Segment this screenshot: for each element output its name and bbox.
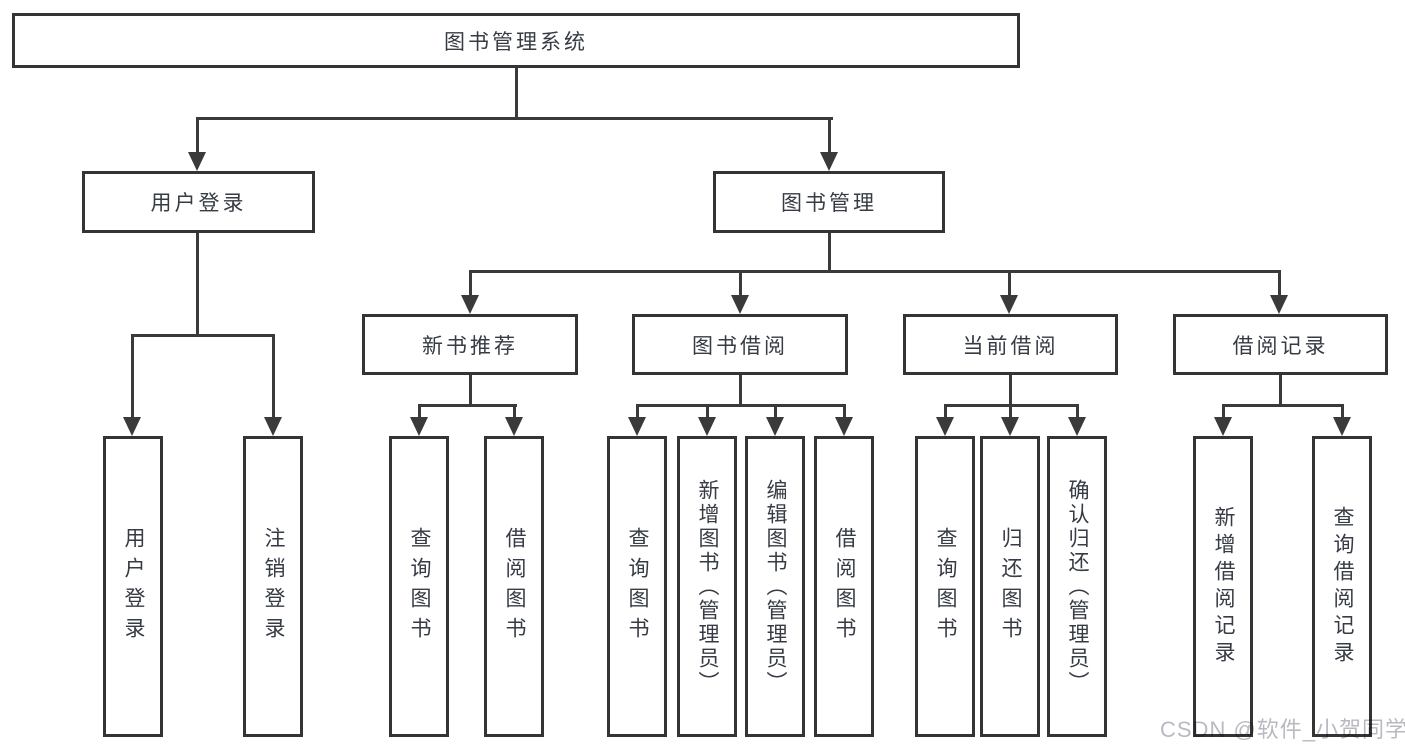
connector-line (469, 270, 1281, 273)
arrow-down-icon (1333, 417, 1351, 436)
leaf-logout: 注销登录 (243, 436, 303, 737)
node-book-management-system: 图书管理系统 (12, 13, 1020, 68)
node-user-login: 用户登录 (82, 171, 315, 233)
connector-line (1222, 404, 1342, 407)
connector-line (636, 404, 846, 407)
connector-line (131, 334, 134, 420)
leaf-borrow-books-1: 借阅图书 (484, 436, 544, 737)
arrow-down-icon (731, 295, 749, 314)
connector-line (418, 404, 421, 421)
connector-line (1008, 270, 1011, 297)
connector-line (196, 117, 199, 155)
connector-line (739, 270, 742, 297)
leaf-borrow-books-2: 借阅图书 (814, 436, 874, 737)
arrow-down-icon (820, 152, 838, 171)
node-borrowing-records: 借阅记录 (1173, 314, 1388, 375)
node-book-management: 图书管理 (713, 171, 945, 233)
arrow-down-icon (698, 417, 716, 436)
arrow-down-icon (766, 417, 784, 436)
leaf-query-books-2: 查询图书 (607, 436, 667, 737)
connector-line (469, 270, 472, 297)
connector-line (418, 404, 517, 407)
connector-line (1076, 404, 1079, 421)
connector-line (515, 68, 518, 119)
connector-line (944, 404, 947, 421)
connector-line (706, 404, 709, 421)
arrow-down-icon (505, 417, 523, 436)
csdn-watermark: CSDN @软件_小贺同学 (1160, 717, 1405, 742)
arrow-down-icon (123, 417, 141, 436)
leaf-user-login: 用户登录 (103, 436, 163, 737)
leaf-query-borrow-record: 查询借阅记录 (1312, 436, 1372, 737)
connector-line (828, 117, 831, 155)
node-new-book-recommend: 新书推荐 (362, 314, 578, 375)
leaf-add-book-admin: 新增图书（管理员） (677, 436, 737, 737)
connector-line (774, 404, 777, 421)
arrow-down-icon (1001, 417, 1019, 436)
arrow-down-icon (936, 417, 954, 436)
arrow-down-icon (188, 152, 206, 171)
connector-line (1341, 404, 1344, 421)
arrow-down-icon (410, 417, 428, 436)
leaf-add-borrow-record: 新增借阅记录 (1193, 436, 1253, 737)
connector-line (828, 233, 831, 273)
connector-line (1279, 375, 1282, 406)
connector-line (1222, 404, 1225, 421)
arrow-down-icon (264, 417, 282, 436)
connector-line (196, 233, 199, 337)
connector-line (1009, 404, 1012, 421)
arrow-down-icon (1068, 417, 1086, 436)
connector-line (131, 334, 275, 337)
arrow-down-icon (461, 295, 479, 314)
connector-line (843, 404, 846, 421)
connector-line (739, 375, 742, 406)
node-book-borrowing: 图书借阅 (632, 314, 848, 375)
leaf-confirm-return-admin: 确认归还（管理员） (1047, 436, 1107, 737)
arrow-down-icon (628, 417, 646, 436)
leaf-query-books-1: 查询图书 (389, 436, 449, 737)
leaf-edit-book-admin: 编辑图书（管理员） (745, 436, 805, 737)
leaf-return-books: 归还图书 (980, 436, 1040, 737)
connector-line (513, 404, 516, 421)
arrow-down-icon (1000, 295, 1018, 314)
node-current-borrowing: 当前借阅 (903, 314, 1118, 375)
connector-line (1009, 375, 1012, 406)
connector-line (196, 117, 833, 120)
arrow-down-icon (1214, 417, 1232, 436)
connector-line (636, 404, 639, 421)
connector-line (1278, 270, 1281, 297)
arrow-down-icon (1270, 295, 1288, 314)
leaf-query-books-3: 查询图书 (915, 436, 975, 737)
connector-line (469, 375, 472, 406)
arrow-down-icon (835, 417, 853, 436)
connector-line (272, 334, 275, 420)
